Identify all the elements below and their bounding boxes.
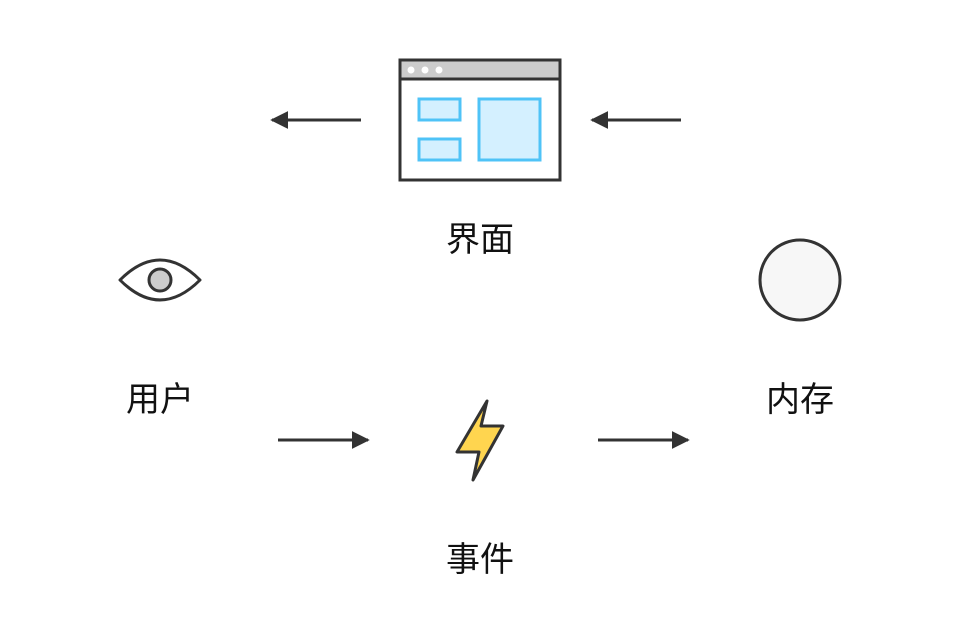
circle-icon	[758, 238, 842, 322]
browser-window-icon	[398, 58, 562, 182]
event-label: 事件	[446, 540, 514, 580]
memory-label: 内存	[766, 380, 834, 420]
eye-icon	[118, 258, 202, 302]
user-label: 用户	[126, 380, 194, 420]
interface-label: 界面	[446, 220, 514, 260]
lightning-bolt-icon	[455, 399, 505, 482]
